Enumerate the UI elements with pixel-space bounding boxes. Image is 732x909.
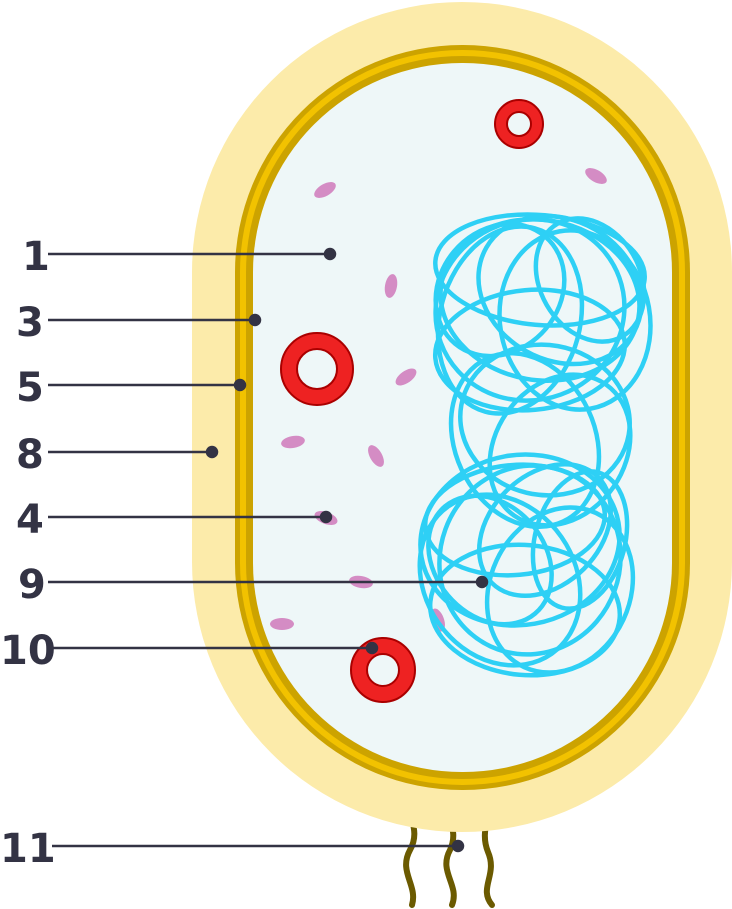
ribosome xyxy=(281,435,305,449)
ribosome xyxy=(270,618,294,630)
dna-loop xyxy=(432,287,628,413)
plasmid-hole xyxy=(366,653,400,687)
plasmid-hole xyxy=(506,111,532,137)
dna-loop xyxy=(426,493,554,627)
label-4: 4 xyxy=(16,497,44,543)
label-1: 1 xyxy=(22,234,50,280)
dna-loop xyxy=(476,213,644,367)
ribosome xyxy=(368,445,384,467)
ribosome xyxy=(314,182,336,198)
ribosome xyxy=(585,168,607,184)
dna-loop xyxy=(484,505,636,675)
dna-loop xyxy=(427,542,623,678)
dna-loop xyxy=(497,228,653,412)
dna-loop xyxy=(530,469,630,611)
plasmid-hole xyxy=(296,348,338,390)
dna-loop xyxy=(476,461,614,599)
dna-loop xyxy=(422,462,608,578)
leader-dot-8 xyxy=(205,445,219,459)
dna-loop xyxy=(487,372,633,528)
label-8: 8 xyxy=(16,432,44,478)
leader-dot-9 xyxy=(475,575,489,589)
plasmid-holes xyxy=(296,111,532,687)
nucleoid xyxy=(417,212,653,678)
leader-dot-10 xyxy=(365,641,379,655)
ribosome xyxy=(384,274,398,298)
labels: 1 3 5 8 4 9 10 11 xyxy=(0,234,56,872)
label-11: 11 xyxy=(0,826,56,872)
ribosome xyxy=(395,368,417,386)
leader-dot-4 xyxy=(319,510,333,524)
ribosomes xyxy=(270,168,607,632)
label-3: 3 xyxy=(16,300,44,346)
label-9: 9 xyxy=(18,562,46,608)
leader-dot-3 xyxy=(248,313,262,327)
leader-dot-5 xyxy=(233,378,247,392)
leader-dot-11 xyxy=(451,839,465,853)
leader-dot-1 xyxy=(323,247,337,261)
label-10: 10 xyxy=(0,628,56,674)
leader-lines xyxy=(48,247,489,853)
dna-loop xyxy=(533,216,647,344)
label-5: 5 xyxy=(16,365,44,411)
